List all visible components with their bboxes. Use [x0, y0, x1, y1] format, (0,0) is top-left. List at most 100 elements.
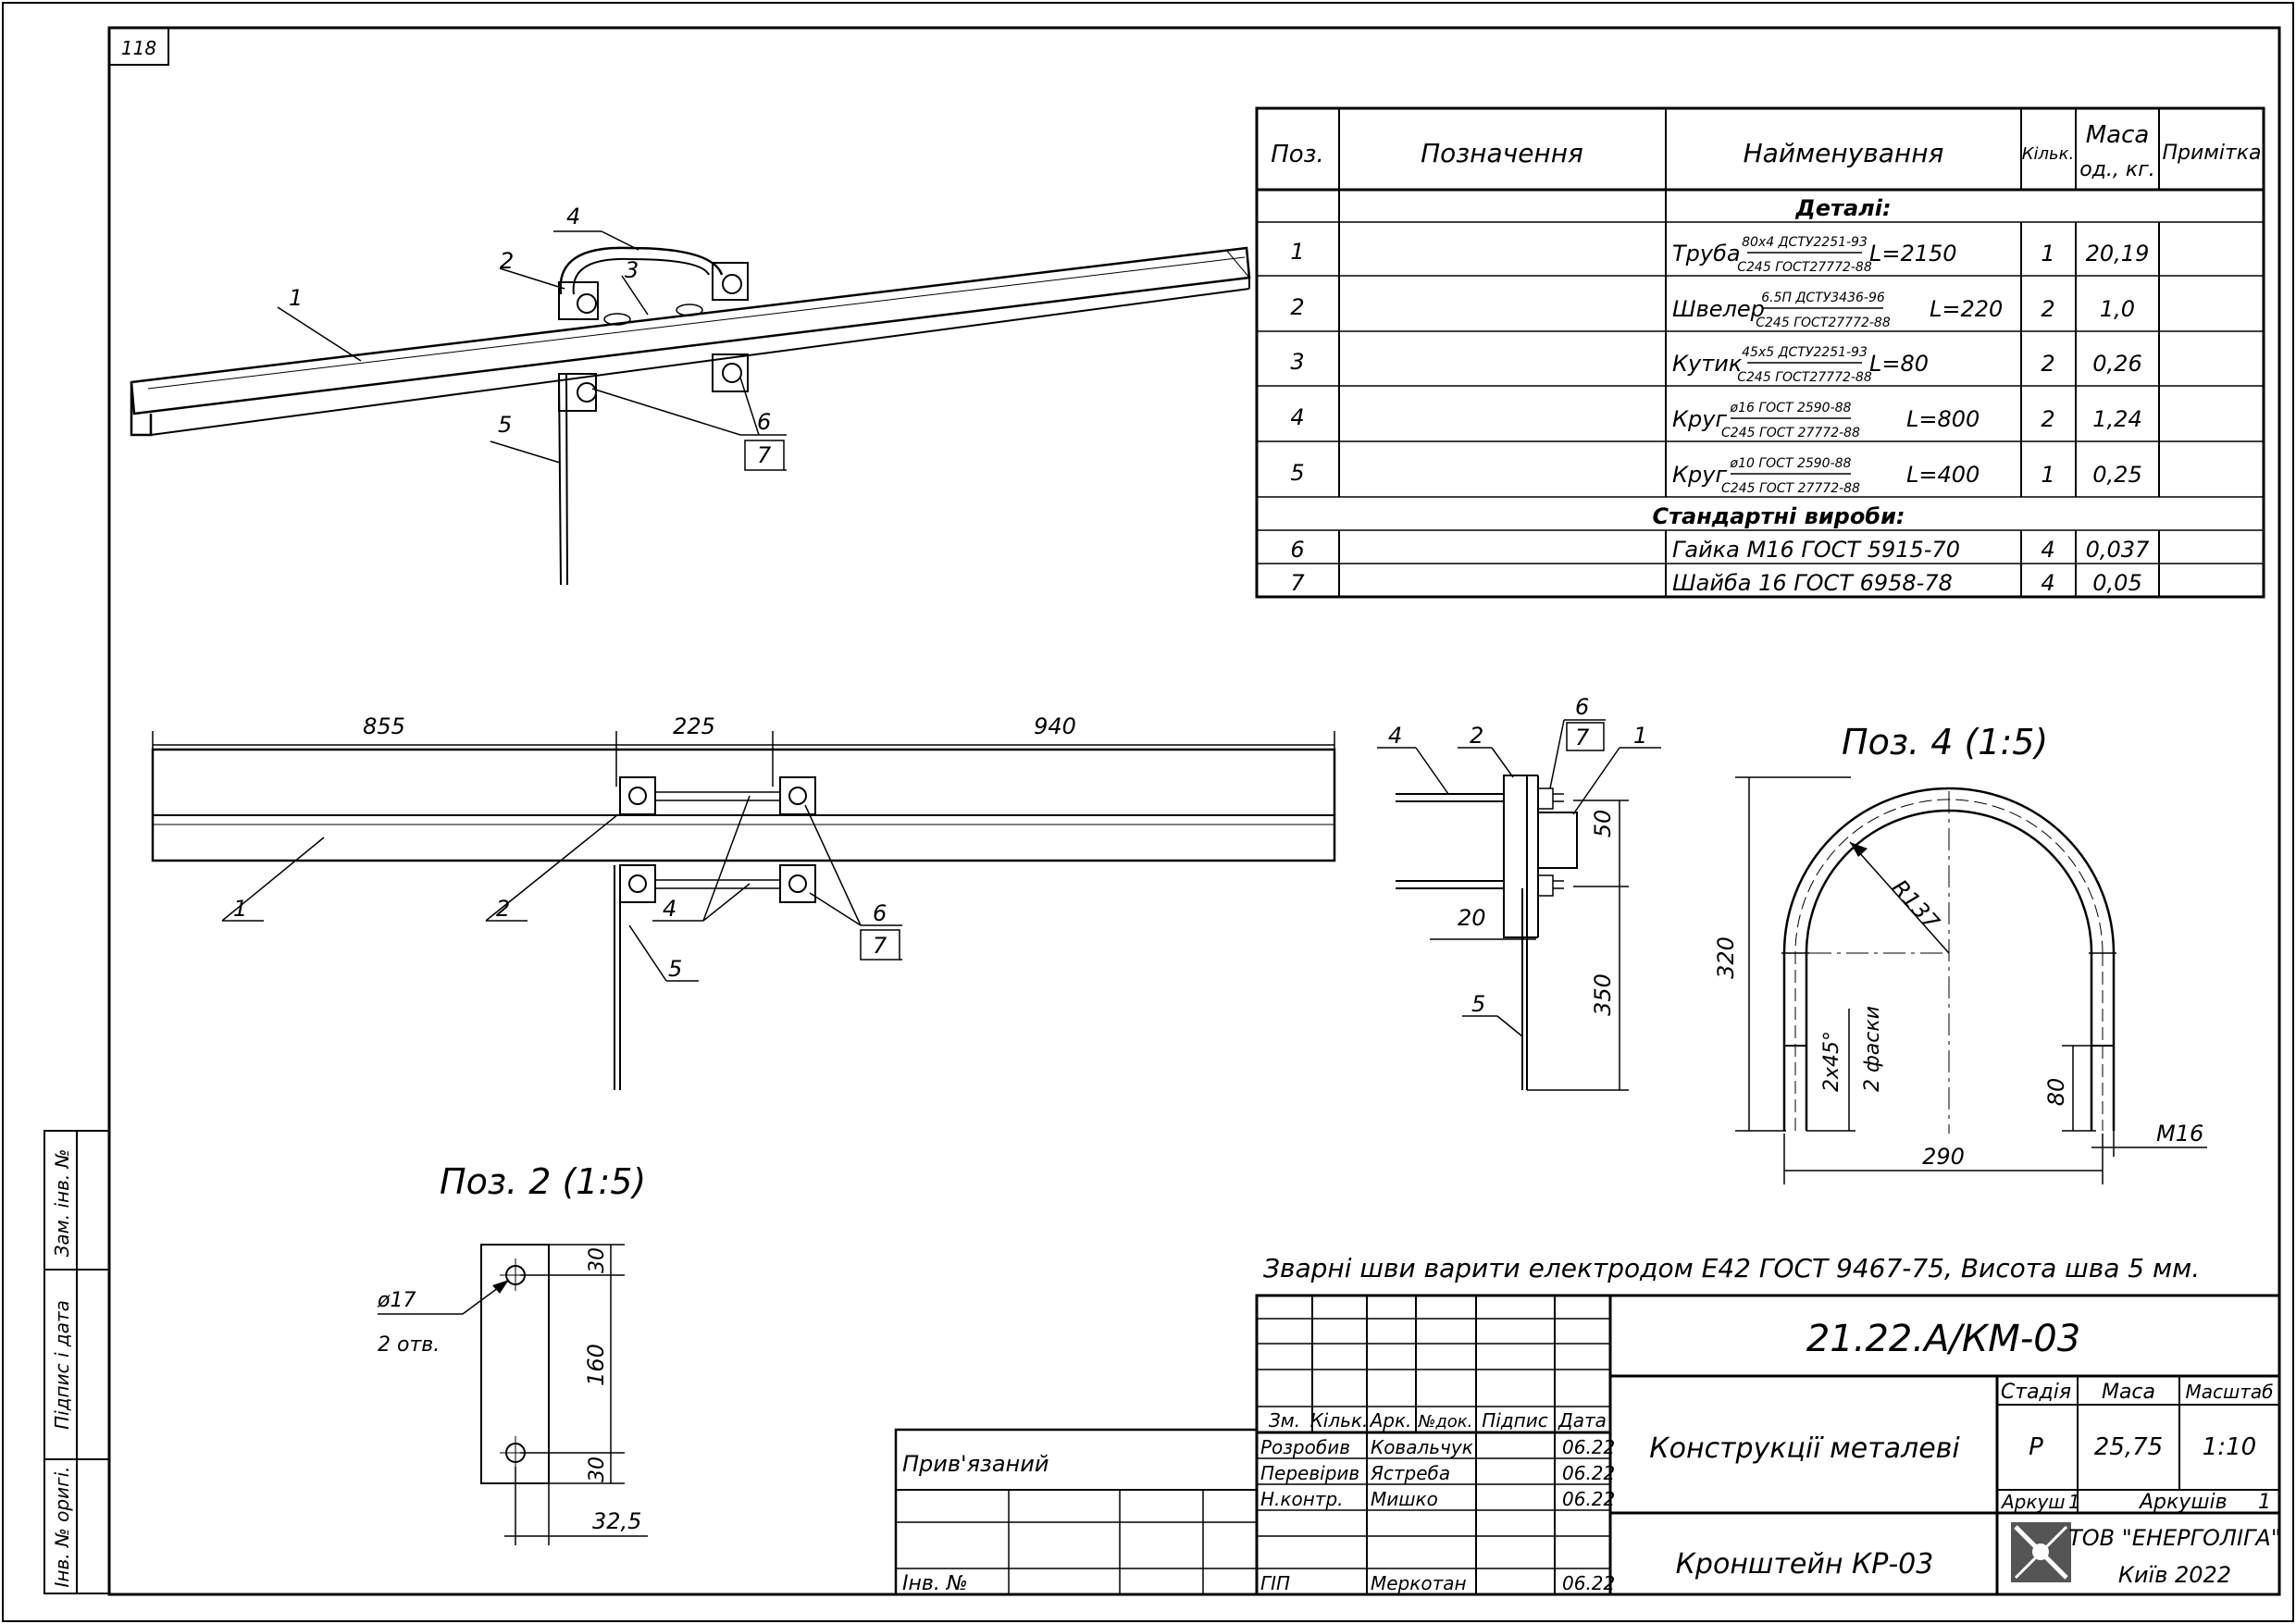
dim-225: 225: [673, 713, 715, 739]
dim-50: 50: [1590, 810, 1616, 838]
svg-text:2: 2: [500, 248, 514, 274]
svg-text:Ястреба: Ястреба: [1370, 1462, 1450, 1484]
svg-text:Розробив: Розробив: [1260, 1436, 1350, 1458]
thread-label: М16: [2156, 1121, 2203, 1147]
svg-text:4: 4: [2041, 570, 2054, 596]
svg-text:ГІП: ГІП: [1260, 1572, 1290, 1594]
header-pos: Поз.: [1271, 141, 1324, 168]
svg-text:Гайка М16 ГОСТ 5915-70: Гайка М16 ГОСТ 5915-70: [1672, 537, 1960, 563]
svg-text:Шайба 16 ГОСТ 6958-78: Шайба 16 ГОСТ 6958-78: [1672, 570, 1953, 596]
svg-text:1: 1: [2068, 1491, 2080, 1513]
hole-label: ø17: [377, 1289, 416, 1312]
svg-text:6: 6: [757, 409, 771, 435]
svg-text:06.22: 06.22: [1562, 1462, 1615, 1484]
isometric-view: 1 2 3 4 5 6 7: [130, 204, 1251, 586]
side-view: 50 350 20 4 2 6 7 1 5: [1377, 694, 1661, 1091]
svg-text:1:10: 1:10: [2203, 1433, 2256, 1461]
svg-text:6: 6: [873, 900, 887, 926]
svg-text:Аркуш: Аркуш: [2000, 1491, 2066, 1513]
chamfer-note: 2 фаски: [1861, 1006, 1884, 1092]
section-standard: Стандартні вироби:: [1653, 503, 1905, 529]
specification-table: Поз. Позначення Найменування Кільк. Маса…: [1255, 106, 2265, 599]
svg-text:2: 2: [2041, 351, 2054, 377]
pos2-view: Поз. 2 (1:5) 30 160 30 32,5 ø17 2 отв.: [377, 1161, 648, 1545]
dim-290: 290: [1922, 1144, 1965, 1170]
weld-note: Зварні шви варити електродом Е42 ГОСТ 94…: [1263, 1253, 2200, 1283]
svg-text:L=2150: L=2150: [1869, 241, 1957, 267]
svg-text:Аркушів: Аркушів: [2138, 1491, 2228, 1514]
svg-text:№док.: №док.: [1418, 1412, 1473, 1432]
table-row: 4 Круг ø16 ГОСТ 2590-88 С245 ГОСТ 27772-…: [1290, 401, 2141, 440]
table-row: 1 Труба 80х4 ДСТУ2251-93 С245 ГОСТ27772-…: [1290, 235, 2149, 275]
svg-text:Швелер: Швелер: [1672, 296, 1765, 322]
svg-text:6: 6: [1290, 537, 1304, 563]
svg-text:45х5 ДСТУ2251-93: 45х5 ДСТУ2251-93: [1742, 345, 1868, 360]
svg-text:L=80: L=80: [1869, 351, 1929, 377]
svg-text:2: 2: [1290, 294, 1304, 320]
svg-text:L=800: L=800: [1906, 406, 1980, 432]
svg-text:3: 3: [625, 257, 639, 283]
svg-text:25,75: 25,75: [2094, 1433, 2163, 1461]
pidpys-data-label: Підпис і дата: [51, 1300, 73, 1430]
header-note: Примітка: [2162, 142, 2261, 165]
drawing-name: Кронштейн КР-03: [1676, 1548, 1934, 1581]
svg-text:Круг: Круг: [1672, 462, 1727, 488]
radius-label: R137: [1887, 874, 1945, 936]
table-row: 5 Круг ø10 ГОСТ 2590-88 С245 ГОСТ 27772-…: [1290, 456, 2141, 496]
svg-text:5: 5: [498, 412, 512, 438]
svg-text:Ковальчук: Ковальчук: [1371, 1436, 1473, 1458]
svg-text:5: 5: [1471, 991, 1485, 1017]
svg-text:80х4 ДСТУ2251-93: 80х4 ДСТУ2251-93: [1742, 235, 1868, 250]
header-mass-bottom: од., кг.: [2079, 158, 2155, 181]
svg-text:С245 ГОСТ 27772-88: С245 ГОСТ 27772-88: [1721, 426, 1860, 440]
svg-text:06.22: 06.22: [1562, 1572, 1615, 1594]
svg-text:Труба: Труба: [1672, 241, 1741, 267]
svg-text:С245 ГОСТ 27772-88: С245 ГОСТ 27772-88: [1721, 481, 1860, 496]
svg-text:1: 1: [233, 896, 247, 922]
svg-text:3: 3: [1290, 349, 1304, 375]
svg-text:1,24: 1,24: [2092, 406, 2141, 432]
table-row: 7 Шайба 16 ГОСТ 6958-78 4 0,05: [1290, 570, 2141, 596]
dim-30-bottom: 30: [586, 1457, 609, 1482]
dim-320: 320: [1713, 936, 1739, 979]
svg-text:Н.контр.: Н.контр.: [1260, 1488, 1344, 1510]
table-row: 3 Кутик 45х5 ДСТУ2251-93 С245 ГОСТ27772-…: [1290, 345, 2141, 385]
header-mass-top: Маса: [2086, 121, 2150, 149]
svg-text:5: 5: [1290, 460, 1304, 486]
svg-text:1,0: 1,0: [2100, 296, 2135, 322]
svg-text:0,037: 0,037: [2086, 537, 2150, 563]
svg-text:ø16 ГОСТ 2590-88: ø16 ГОСТ 2590-88: [1730, 401, 1852, 415]
pos4-view: Поз. 4 (1:5) R137 320 2х45° 2 фаски 80: [1713, 722, 2207, 1184]
svg-text:06.22: 06.22: [1562, 1488, 1615, 1510]
svg-text:6: 6: [1575, 694, 1589, 720]
pos2-title: Поз. 2 (1:5): [440, 1161, 646, 1202]
svg-text:5: 5: [668, 956, 682, 982]
svg-text:Кільк.: Кільк.: [1310, 1409, 1369, 1432]
zam-inv-label: Зам. інв. №: [51, 1149, 73, 1258]
svg-text:С245 ГОСТ27772-88: С245 ГОСТ27772-88: [1756, 316, 1891, 330]
svg-text:4: 4: [1388, 723, 1402, 749]
header-designation: Позначення: [1421, 138, 1583, 168]
svg-text:Арк.: Арк.: [1369, 1409, 1412, 1432]
svg-text:Р: Р: [2029, 1433, 2043, 1461]
sheet-number: 118: [121, 37, 156, 59]
svg-text:Круг: Круг: [1672, 406, 1727, 432]
svg-text:Масштаб: Масштаб: [2185, 1381, 2273, 1403]
svg-text:2: 2: [2041, 406, 2054, 432]
svg-text:7: 7: [1575, 725, 1590, 750]
svg-text:Маса: Маса: [2102, 1381, 2155, 1404]
svg-text:Підпис: Підпис: [1482, 1409, 1548, 1432]
svg-text:L=400: L=400: [1906, 462, 1980, 488]
svg-text:2: 2: [1470, 723, 1483, 749]
svg-text:1: 1: [2041, 241, 2054, 267]
table-row: 6 Гайка М16 ГОСТ 5915-70 4 0,037: [1290, 537, 2150, 563]
svg-text:7: 7: [757, 442, 772, 468]
svg-text:7: 7: [873, 933, 887, 959]
dim-160: 160: [583, 1344, 609, 1386]
svg-text:1: 1: [2258, 1491, 2271, 1514]
inv-orig-label: Інв. № оригі.: [51, 1467, 73, 1588]
dim-20: 20: [1458, 905, 1486, 931]
company-city: Київ 2022: [2118, 1562, 2231, 1588]
header-qty: Кільк.: [2022, 144, 2075, 164]
